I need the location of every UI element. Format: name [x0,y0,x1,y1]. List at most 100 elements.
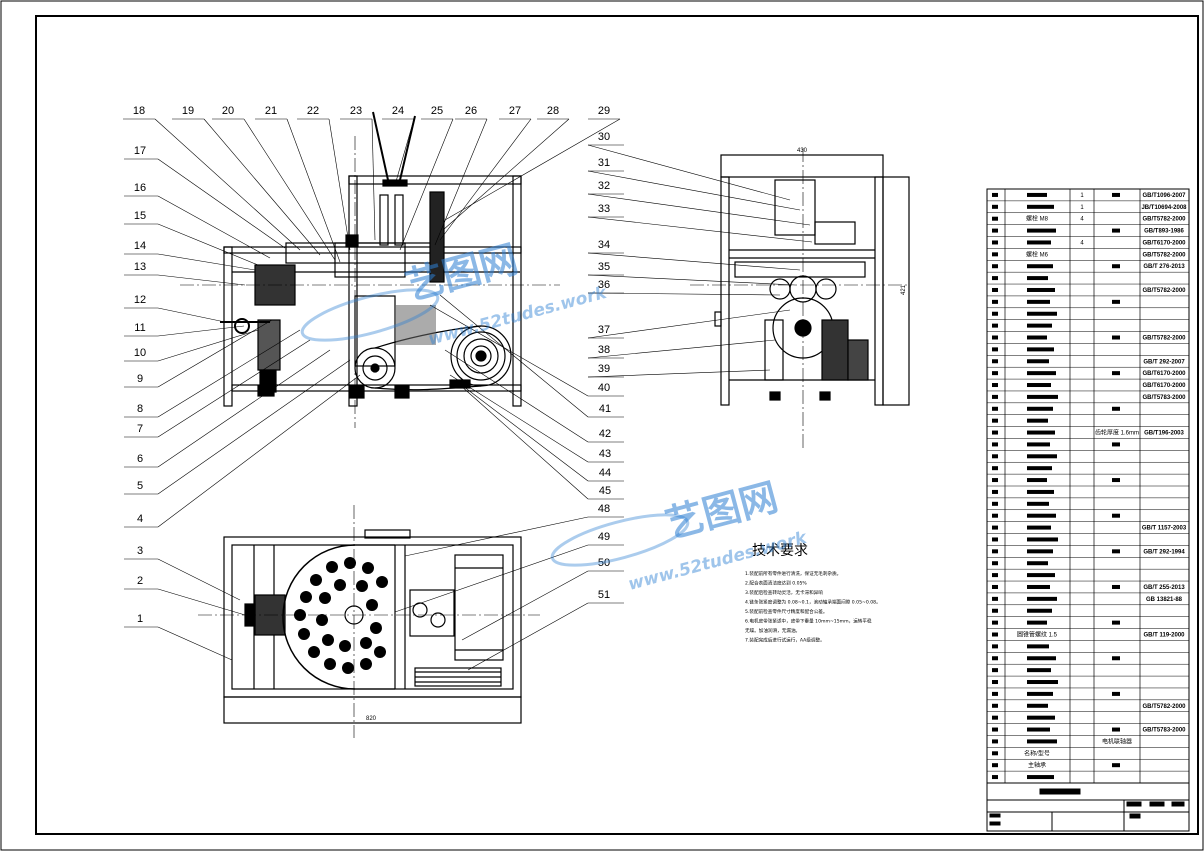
part-number-22: 22 [307,105,319,117]
bom-row-marker [992,406,998,411]
tech-line: 无噪。加油润滑，无漏油。 [745,627,800,634]
part-number-17: 17 [134,145,146,157]
bom-row-marker [992,335,998,340]
bom-name: 螺栓 M6 [1026,250,1049,258]
title-block [986,782,1190,832]
bom-name-redacted [1027,680,1058,685]
bom-qty: 4 [1080,240,1084,246]
bom-row-marker [992,204,998,209]
part-number-29: 29 [598,105,610,117]
bom-row-marker [992,561,998,566]
bom-name-redacted [1027,442,1050,447]
bom-material: 齿轮厚度 1.6mm [1095,429,1139,437]
leader-line [587,193,811,226]
bom-material-redacted [1112,763,1120,768]
bom-name-redacted [1027,501,1049,506]
bom-standard: GB/T5783-2000 [1142,728,1186,734]
bom-name-redacted [1027,668,1051,673]
leader-line [454,379,589,482]
bom-material-redacted [1112,620,1120,625]
bom-name-redacted [1027,323,1052,328]
leader-line [444,349,589,443]
leader-line [157,339,311,438]
bom-material-redacted [1112,192,1120,197]
leader-line [328,118,351,251]
part-number-5: 5 [137,480,143,492]
bom-material-redacted [1112,727,1120,732]
bom-standard: GB/T6170-2000 [1142,383,1186,389]
bom-name-redacted [1027,525,1051,530]
tech-line: 6.电机皮带张紧适中，皮带下垂量 10mm~15mm，运转平稳 [745,618,872,625]
part-number-26: 26 [465,105,477,117]
bom-material: 电机联轴器 [1102,737,1132,745]
leader-line [394,544,589,613]
bom-name-redacted [1027,573,1055,578]
part-number-38: 38 [598,344,610,356]
bom-name-redacted [1027,192,1047,197]
bom-name-redacted [1027,478,1047,483]
bom-row-marker [992,276,998,281]
bom-material-redacted [1112,335,1120,340]
tech-line: 7.装配完成后进行试运行，AA级调整。 [745,637,825,644]
bom-standard: GB/T 119-2000 [1143,633,1185,639]
bom-row-marker [992,584,998,589]
side-view [690,148,910,448]
bom-row-marker [992,691,998,696]
bom-row-marker [992,383,998,388]
bom-qty: 4 [1080,217,1084,223]
bom-standard: GB/T5783-2000 [1142,395,1186,401]
part-number-36: 36 [598,279,610,291]
bom-qty: 1 [1080,205,1084,211]
tech-line: 5.装配前检查零件尺寸精度和配合公差。 [745,608,827,615]
bom-name-redacted [1027,549,1053,554]
bom-row-marker [992,680,998,685]
bom-material-redacted [1112,478,1120,483]
leader-line [587,144,791,201]
bom-name-redacted [1027,299,1050,304]
leader-line [587,216,813,243]
leader-line [157,307,226,323]
part-number-42: 42 [599,428,611,440]
part-number-49: 49 [598,531,610,543]
leader-line [394,118,415,186]
bom-name: 主轴承 [1028,761,1046,769]
watermark: 艺图网 www.52tudes.work 艺图网 www.52tudes.wor… [300,237,810,595]
leader-line [587,309,791,339]
part-number-33: 33 [598,203,610,215]
part-number-9: 9 [137,373,143,385]
top-view [198,505,540,738]
leader-line [157,195,271,259]
bom-row-marker [992,430,998,435]
bom-material-redacted [1112,371,1120,376]
tech-line: 3.装配后检查转动灵活，无卡滞和异响 [745,589,823,596]
bom-name-redacted [1027,240,1051,245]
bom-row-marker [992,394,998,399]
part-number-14: 14 [134,240,146,252]
bom-name-redacted [1027,276,1048,281]
bom-row-marker [992,264,998,269]
leader-line [587,369,771,378]
part-number-2: 2 [137,575,143,587]
leader-line [286,118,341,263]
bom-row-marker [992,442,998,447]
part-number-23: 23 [350,105,362,117]
bom-row-marker [992,513,998,518]
leader-line [587,252,801,271]
bom-name-redacted [1027,359,1049,364]
leader-line [157,626,233,661]
bom-name-redacted [1027,204,1054,209]
bom-name-redacted [1027,656,1056,661]
part-number-15: 15 [134,210,146,222]
dim-side-height: 421 [901,284,907,295]
bom-row-marker [992,715,998,720]
leader-line [459,384,589,500]
bom-name-redacted [1027,466,1052,471]
part-number-34: 34 [598,239,610,251]
part-number-20: 20 [222,105,234,117]
leader-line [154,118,301,251]
part-number-11: 11 [134,322,145,334]
leader-line [404,516,589,557]
bom-standard: GB/T 1157-2003 [1142,526,1187,532]
bom-row-marker [992,192,998,197]
